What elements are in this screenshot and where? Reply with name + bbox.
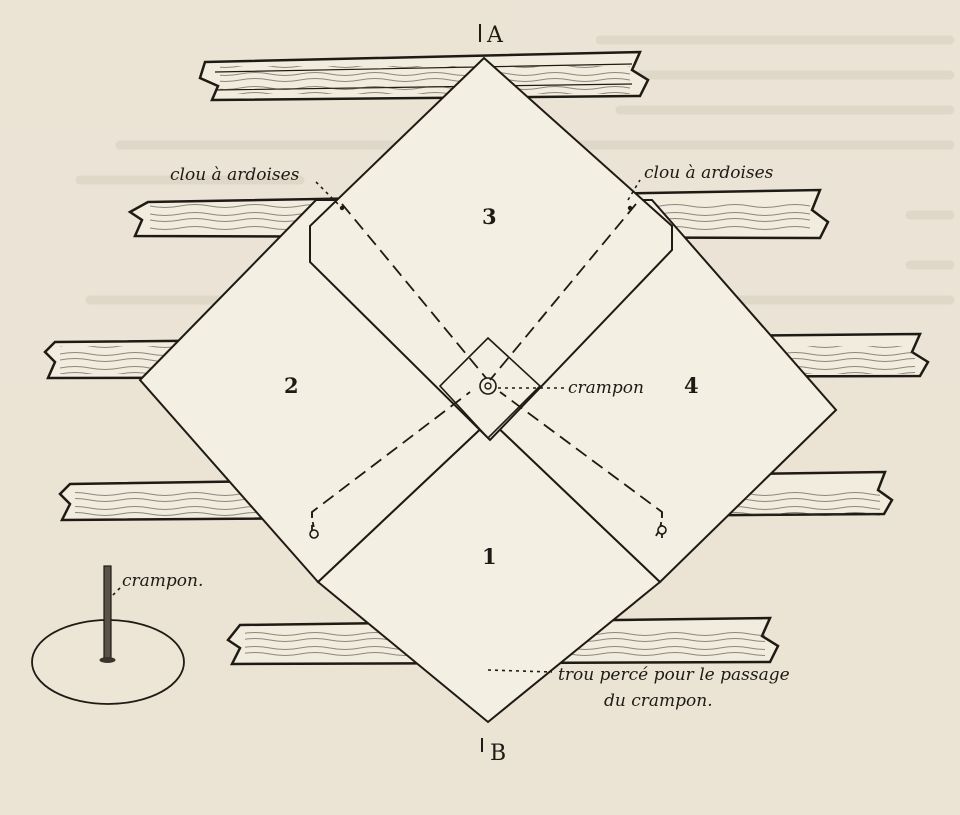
annotation-nail-right: clou à ardoises xyxy=(644,163,774,183)
center-overlap-diamond xyxy=(438,336,542,440)
annotation-hook-center: crampon xyxy=(568,378,644,398)
slate-number-4: 4 xyxy=(684,373,699,398)
slate-nail-left xyxy=(339,205,345,211)
slate-number-1: 1 xyxy=(482,544,497,569)
hook-hole-left xyxy=(309,529,319,539)
slate-nail-right xyxy=(627,205,633,211)
hidden-edge-bottoms xyxy=(311,511,663,539)
annotation-hook-detail: crampon. xyxy=(122,571,203,591)
slate-number-3: 3 xyxy=(482,204,497,229)
label-top-a: A xyxy=(486,23,504,48)
slate-3 xyxy=(309,56,673,442)
hook-hole-right xyxy=(657,525,667,535)
batten-1 xyxy=(198,50,650,102)
label-bottom-b: B xyxy=(490,741,506,766)
crampon-detail-drawing xyxy=(31,565,185,705)
annotation-nail-left: clou à ardoises xyxy=(170,165,300,185)
annotation-hole-line2: du crampon. xyxy=(604,691,713,711)
hook-center-marker xyxy=(479,377,497,395)
slate-number-2: 2 xyxy=(284,373,299,398)
annotation-hole-line1: trou percé pour le passage xyxy=(558,665,790,685)
